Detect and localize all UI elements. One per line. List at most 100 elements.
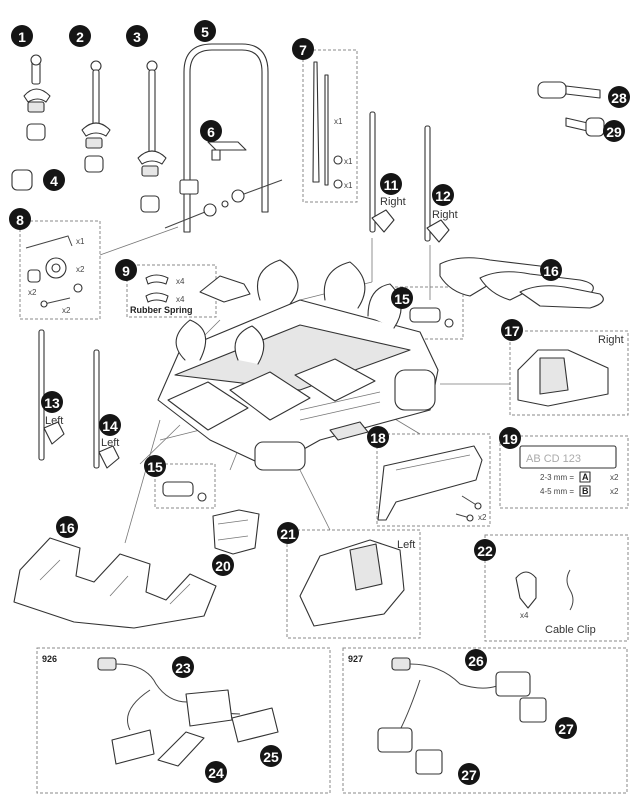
part-15-left-pad bbox=[162, 481, 207, 502]
callout-badge-21: 21 bbox=[277, 522, 299, 544]
svg-text:x2: x2 bbox=[62, 306, 71, 315]
box-part-18 bbox=[376, 433, 491, 527]
callout-badge-26: 26 bbox=[465, 649, 487, 671]
callout-badge-7: 7 bbox=[292, 38, 314, 60]
svg-text:15: 15 bbox=[394, 291, 410, 307]
callout-badge-8: 8 bbox=[9, 208, 31, 230]
svg-text:926: 926 bbox=[42, 654, 57, 664]
svg-text:12: 12 bbox=[435, 188, 451, 204]
svg-text:24: 24 bbox=[208, 765, 224, 781]
svg-text:16: 16 bbox=[59, 520, 75, 536]
svg-text:4-5 mm =: 4-5 mm = bbox=[540, 487, 574, 496]
part-24-light-926 bbox=[111, 729, 205, 767]
svg-text:4: 4 bbox=[50, 173, 58, 189]
box-model-927 bbox=[342, 647, 628, 794]
part-11-arm-right: Right bbox=[369, 111, 406, 233]
svg-text:1: 1 bbox=[18, 29, 26, 45]
svg-text:Rubber Spring: Rubber Spring bbox=[130, 305, 193, 315]
part-18-side-panel: x2 bbox=[377, 445, 487, 522]
part-3-long-arm bbox=[137, 60, 167, 213]
svg-text:20: 20 bbox=[215, 558, 231, 574]
callout-badge-1: 1 bbox=[11, 25, 33, 47]
svg-text:x4: x4 bbox=[176, 295, 185, 304]
part-17-tail-housing-right: Right bbox=[517, 334, 624, 407]
part-20-clip-holder bbox=[212, 509, 260, 555]
box-part-21 bbox=[286, 529, 421, 639]
callout-badge-16-upper: 16 bbox=[540, 259, 562, 281]
callout-badge-27-left: 27 bbox=[458, 763, 480, 785]
part-7-tools: x1 x1 x1 bbox=[312, 61, 353, 190]
svg-text:29: 29 bbox=[606, 124, 622, 140]
part-25-light-926 bbox=[231, 707, 279, 743]
callout-badge-23: 23 bbox=[172, 656, 194, 678]
svg-text:AB CD 123: AB CD 123 bbox=[526, 453, 581, 465]
svg-text:26: 26 bbox=[468, 653, 484, 669]
svg-text:x1: x1 bbox=[334, 117, 343, 126]
part-27-reflector bbox=[415, 697, 547, 775]
svg-text:2: 2 bbox=[76, 29, 84, 45]
part-26-wiring-927 bbox=[377, 657, 531, 753]
svg-text:x2: x2 bbox=[610, 487, 619, 496]
svg-text:Left: Left bbox=[101, 437, 119, 449]
callout-badge-6: 6 bbox=[200, 120, 222, 142]
svg-text:x2: x2 bbox=[610, 473, 619, 482]
callout-badge-5: 5 bbox=[194, 20, 216, 42]
callout-badge-2: 2 bbox=[69, 25, 91, 47]
svg-text:Right: Right bbox=[432, 209, 458, 221]
svg-text:23: 23 bbox=[175, 660, 191, 676]
svg-text:x4: x4 bbox=[176, 277, 185, 286]
part-9-clamp bbox=[199, 275, 251, 303]
callout-badge-15-right: 15 bbox=[391, 287, 413, 309]
svg-text:x1: x1 bbox=[344, 181, 353, 190]
box-part-7 bbox=[302, 49, 358, 203]
part-19-plate-spacers: AB CD 123 2-3 mm = A x2 4-5 mm = B x2 bbox=[519, 445, 619, 497]
svg-text:Left: Left bbox=[45, 415, 63, 427]
part-8-hardware-kit: x1 x2 x2 x2 bbox=[25, 235, 85, 315]
callout-badge-13: 13 bbox=[41, 391, 63, 413]
part-1-short-arm bbox=[23, 54, 51, 141]
box-part-17 bbox=[509, 330, 629, 416]
callout-badge-15-left: 15 bbox=[144, 455, 166, 477]
part-2-medium-arm bbox=[81, 60, 111, 173]
svg-text:3: 3 bbox=[133, 29, 141, 45]
carrier-main-body bbox=[157, 259, 439, 471]
svg-text:28: 28 bbox=[611, 90, 627, 106]
svg-text:7: 7 bbox=[299, 42, 307, 58]
callout-badge-9: 9 bbox=[115, 259, 137, 281]
part-28-lock-and-key bbox=[537, 81, 601, 99]
part-23-wiring-926 bbox=[97, 657, 241, 731]
svg-text:x1: x1 bbox=[76, 237, 85, 246]
part-4-knob bbox=[11, 169, 33, 191]
svg-text:x2: x2 bbox=[28, 288, 37, 297]
svg-text:25: 25 bbox=[263, 749, 279, 765]
svg-text:x2: x2 bbox=[478, 513, 487, 522]
part-5-frame bbox=[179, 43, 269, 233]
svg-text:11: 11 bbox=[384, 177, 399, 193]
svg-text:x4: x4 bbox=[520, 611, 529, 620]
svg-text:Right: Right bbox=[380, 196, 406, 208]
part-9-rubber-springs: x4 x4 Rubber Spring bbox=[130, 274, 193, 315]
callout-badge-17: 17 bbox=[501, 319, 523, 341]
callout-badge-19: 19 bbox=[499, 427, 521, 449]
svg-text:x1: x1 bbox=[344, 157, 353, 166]
svg-text:18: 18 bbox=[370, 430, 386, 446]
callout-badge-11: 11 bbox=[380, 173, 402, 195]
box-part-15-left bbox=[154, 463, 216, 509]
part-14-arm-left: Left bbox=[93, 349, 120, 469]
callout-badge-20: 20 bbox=[212, 554, 234, 576]
callout-badge-27-right: 27 bbox=[555, 717, 577, 739]
callout-badge-4: 4 bbox=[43, 169, 65, 191]
svg-text:19: 19 bbox=[502, 431, 518, 447]
callout-badge-25: 25 bbox=[260, 745, 282, 767]
callout-badge-28: 28 bbox=[608, 86, 630, 108]
callout-badge-24: 24 bbox=[205, 761, 227, 783]
svg-text:A: A bbox=[582, 472, 589, 482]
part-15-right-pad bbox=[409, 307, 454, 328]
svg-text:13: 13 bbox=[44, 395, 60, 411]
part-6-bracket bbox=[207, 141, 247, 161]
svg-text:2-3 mm =: 2-3 mm = bbox=[540, 473, 574, 482]
callout-badge-14: 14 bbox=[99, 414, 121, 436]
callout-badge-22: 22 bbox=[474, 539, 496, 561]
svg-text:B: B bbox=[582, 486, 589, 496]
